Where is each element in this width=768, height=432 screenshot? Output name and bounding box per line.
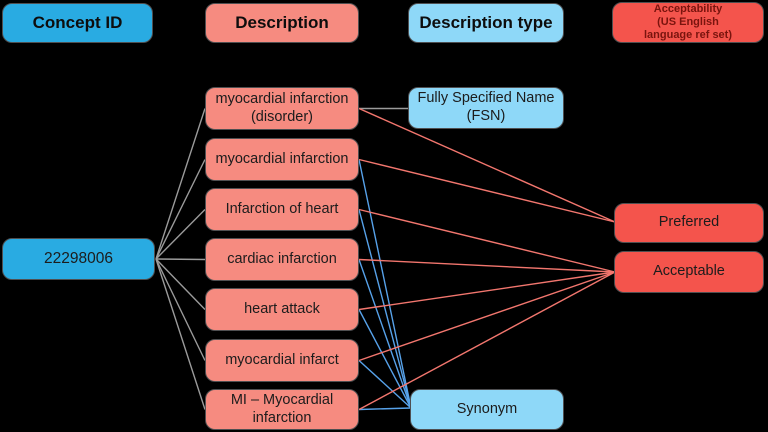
preferred-node: Preferred	[614, 203, 764, 243]
fsn-type-node: Fully Specified Name (FSN)	[408, 87, 564, 129]
edge-gray	[155, 258, 206, 361]
description-node: cardiac infarction	[205, 238, 359, 281]
header-description-type: Description type	[408, 3, 564, 43]
edge-red	[358, 158, 616, 223]
edge-blue	[358, 159, 412, 409]
edge-blue	[358, 407, 412, 411]
edge-red	[358, 258, 616, 273]
description-node: myocardial infarction	[205, 138, 359, 181]
description-node: Infarction of heart	[205, 188, 359, 231]
edge-blue	[358, 359, 412, 409]
header-acceptability: Acceptability (US English language ref s…	[612, 2, 764, 43]
edge-blue	[358, 259, 412, 409]
edge-gray	[155, 258, 206, 310]
header-acceptability-line-1: Acceptability	[653, 2, 723, 15]
header-acceptability-line-3: language ref set)	[643, 29, 733, 42]
header-description: Description	[205, 3, 359, 43]
edge-red	[358, 271, 616, 311]
header-acceptability-line-2: (US English	[657, 15, 719, 28]
edge-gray	[155, 258, 206, 410]
description-node: heart attack	[205, 288, 359, 331]
description-node: MI – Myocardial infarction	[205, 389, 359, 430]
description-node: myocardial infarct	[205, 339, 359, 382]
edge-red	[358, 208, 616, 273]
edge-red	[358, 107, 616, 223]
description-node: myocardial infarction (disorder)	[205, 87, 359, 130]
edge-gray	[155, 258, 206, 261]
edge-blue	[358, 209, 412, 409]
acceptable-node: Acceptable	[614, 251, 764, 293]
edge-blue	[358, 309, 412, 409]
edge-gray	[155, 159, 206, 260]
edge-gray	[155, 209, 206, 260]
edge-gray	[155, 108, 206, 260]
edge-red	[358, 271, 616, 362]
header-concept-id: Concept ID	[2, 3, 153, 43]
edge-red	[358, 271, 616, 411]
synonym-type-node: Synonym	[410, 389, 564, 430]
concept-id-node: 22298006	[2, 238, 155, 280]
